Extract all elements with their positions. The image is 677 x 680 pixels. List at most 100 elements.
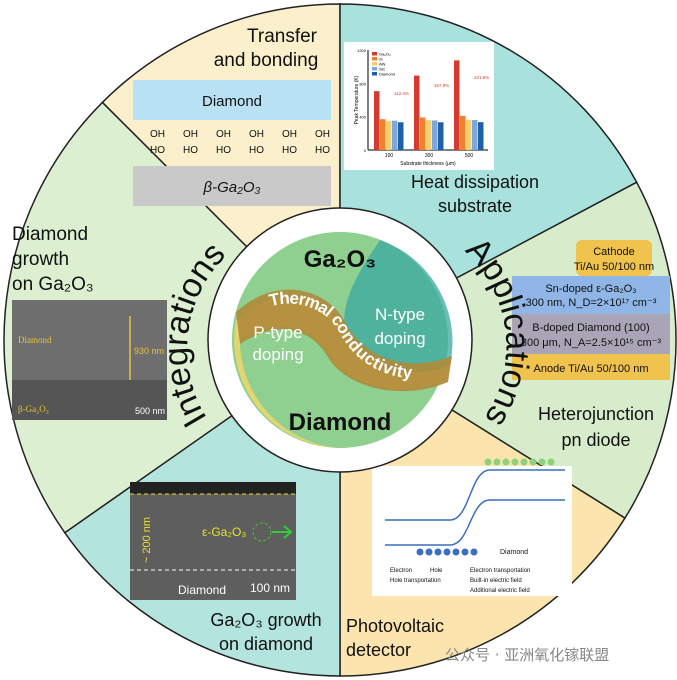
electron bbox=[520, 458, 528, 466]
electron bbox=[502, 458, 510, 466]
legend-additional-field: Additional electric field bbox=[470, 588, 530, 594]
dg-title-1: Diamond bbox=[12, 224, 88, 245]
y-axis-label: Peak Temperature (K) bbox=[354, 75, 360, 124]
photo-title-1: Photovoltaic bbox=[346, 616, 444, 636]
legend-label: Si bbox=[379, 57, 383, 62]
diamond-layer-diode bbox=[512, 314, 670, 354]
bar bbox=[472, 120, 478, 150]
ho-label: HO bbox=[282, 145, 297, 156]
y-tick-label: 1200 bbox=[357, 48, 367, 53]
oh-label: OH bbox=[282, 129, 297, 140]
hole bbox=[461, 548, 469, 556]
cathode-metal: Ti/Au 50/100 nm bbox=[574, 261, 654, 273]
highlight-circle bbox=[252, 522, 272, 542]
bar bbox=[380, 119, 386, 150]
x-tick-label: 300 bbox=[425, 153, 434, 159]
cathode bbox=[576, 240, 652, 276]
oh-label: OH bbox=[183, 129, 198, 140]
anode-label: Anode Ti/Au 50/100 nm bbox=[534, 363, 649, 375]
hole bbox=[452, 548, 460, 556]
sector-diamond-growth: Diamond growth on Ga₂O₃ Diamond β-Ga₂O₃ … bbox=[12, 224, 167, 420]
sem-top-label: Diamond bbox=[18, 335, 52, 345]
hole bbox=[443, 548, 451, 556]
hole bbox=[425, 548, 433, 556]
valence-band bbox=[385, 499, 565, 546]
bar bbox=[466, 119, 472, 150]
legend-label: Diamond bbox=[379, 72, 395, 77]
dg-title-2: growth bbox=[12, 249, 69, 270]
bar bbox=[438, 122, 444, 150]
legend-swatch bbox=[372, 72, 377, 76]
bar bbox=[460, 115, 466, 150]
legend-builtin-field: Built-in electric field bbox=[470, 578, 522, 584]
bar bbox=[414, 75, 420, 150]
bar bbox=[432, 120, 438, 150]
ho-label: HO bbox=[150, 145, 165, 156]
ho-label: HO bbox=[249, 145, 264, 156]
x-tick-label: 500 bbox=[465, 153, 474, 159]
ga2o3-layer bbox=[133, 166, 331, 206]
bar bbox=[398, 122, 404, 150]
sector-transfer: Transfer and bonding Diamond OHHOOHHOOHH… bbox=[133, 26, 331, 206]
hole bbox=[470, 548, 478, 556]
hole bbox=[434, 548, 442, 556]
ho-label: HO bbox=[315, 145, 330, 156]
electron bbox=[511, 458, 519, 466]
y-tick-label: 0 bbox=[364, 148, 367, 153]
oh-label: OH bbox=[150, 129, 165, 140]
legend-label: SiC bbox=[379, 67, 386, 72]
y-tick-label: 400 bbox=[359, 115, 366, 120]
diamond-layer-label: Diamond bbox=[202, 93, 262, 110]
legend-label: AlN bbox=[379, 62, 386, 67]
arrow-icon bbox=[272, 525, 293, 539]
watermark: 公众号 · 亚洲氧化镓联盟 bbox=[445, 646, 609, 664]
ptype-label: B-doped Diamond (100) bbox=[532, 322, 649, 334]
ntype-line-2: doping bbox=[374, 329, 425, 348]
conduction-band bbox=[385, 469, 565, 521]
electron bbox=[538, 458, 546, 466]
dg-title-3: on Ga₂O₃ bbox=[12, 274, 94, 295]
thermal-band bbox=[236, 289, 452, 392]
sector-bg-diamond-growth bbox=[3, 101, 342, 534]
legend-electron: Electron bbox=[390, 568, 412, 574]
diamond-layer bbox=[133, 80, 331, 120]
ntype-label: Sn-doped ε-Ga₂O₃ bbox=[545, 283, 636, 295]
x-axis-label: Substrate thickness (μm) bbox=[400, 161, 456, 167]
ga2o3-layer-label: β-Ga₂O₃ bbox=[203, 179, 261, 196]
growth-title-2: on diamond bbox=[219, 634, 313, 654]
carriers bbox=[416, 458, 555, 556]
electron bbox=[529, 458, 537, 466]
tem-image bbox=[130, 482, 296, 600]
legend-swatch bbox=[372, 62, 377, 66]
electron bbox=[493, 458, 501, 466]
legend-hole-transport: Hole transportation bbox=[390, 578, 441, 584]
ntype-region bbox=[344, 240, 453, 373]
center-ga2o3: Ga₂O₃ bbox=[304, 246, 376, 273]
heat-title-2: substrate bbox=[438, 196, 512, 216]
ho-label: HO bbox=[183, 145, 198, 156]
sector-photo: Diamond Electron Hole Electron transport… bbox=[346, 458, 609, 664]
percent-label: 221.9% bbox=[474, 75, 489, 80]
sem-scale: 500 nm bbox=[135, 406, 165, 416]
ho-label: HO bbox=[216, 145, 231, 156]
sector-heat: 04008001200100112.4%300167.8%500221.9%Ga… bbox=[344, 42, 539, 216]
legend-electron-transport: Electron transportation bbox=[470, 568, 530, 574]
sem-substrate bbox=[12, 380, 167, 420]
heat-chart: 04008001200100112.4%300167.8%500221.9%Ga… bbox=[354, 48, 489, 167]
sector-growth-on-diamond: ~ 200 nm ε-Ga₂O₃ Diamond 100 nm Ga₂O₃ gr… bbox=[130, 482, 322, 654]
percent-label: 112.4% bbox=[394, 91, 409, 96]
diamond-region-label: Diamond bbox=[500, 549, 528, 556]
substrate-label: Diamond bbox=[178, 583, 226, 597]
bar bbox=[392, 120, 398, 150]
oh-label: OH bbox=[249, 129, 264, 140]
scale-bar-label: 100 nm bbox=[250, 581, 290, 595]
oh-label: OH bbox=[315, 129, 330, 140]
bar bbox=[386, 120, 392, 150]
electron bbox=[484, 458, 492, 466]
hetero-title-2: pn diode bbox=[561, 430, 630, 450]
ntype-line-1: N-type bbox=[375, 305, 425, 324]
ga2o3-layer-diode bbox=[512, 276, 670, 314]
legend-swatch bbox=[372, 57, 377, 61]
bar bbox=[426, 120, 432, 150]
